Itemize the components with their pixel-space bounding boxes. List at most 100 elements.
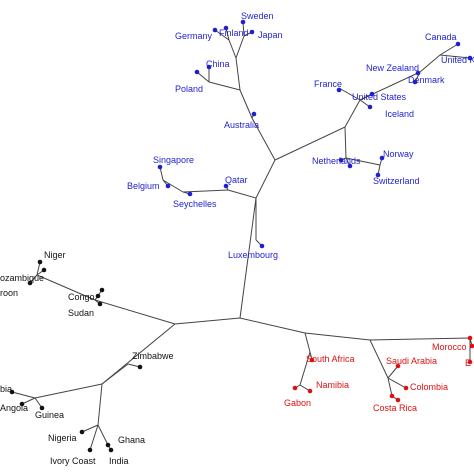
leaf-dot: [249, 29, 255, 35]
leaf-label: United K: [441, 55, 474, 65]
edge: [208, 81, 241, 91]
tree-edges: [11, 21, 473, 451]
leaf-label: Nigeria: [48, 433, 77, 443]
edge: [81, 424, 99, 433]
edge: [255, 159, 276, 199]
leaf-dot: [240, 19, 246, 25]
edge: [94, 299, 176, 325]
leaf-dot: [194, 69, 200, 75]
edge: [34, 383, 103, 399]
leaf-dot: [379, 155, 385, 161]
edge: [196, 71, 210, 83]
leaf-dot: [212, 27, 218, 33]
leaf-label: Niger: [44, 250, 66, 260]
leaf-dot: [469, 343, 474, 349]
edge: [11, 391, 36, 399]
leaf-dot: [9, 389, 15, 395]
leaf-dot: [97, 301, 103, 307]
edge: [174, 317, 241, 325]
cluster-black: Niger ozambique roon Congo Sudan Zimbabw…: [0, 250, 174, 466]
leaf-label: China: [206, 59, 230, 69]
cluster-blue: Germany Finland Sweden Japan China Polan…: [127, 11, 474, 260]
leaf-dot: [223, 183, 229, 189]
leaf-label: Seychelles: [173, 199, 217, 209]
edge: [304, 332, 311, 353]
leaf-label: Ghana: [118, 435, 145, 445]
edge: [419, 54, 441, 73]
edge: [274, 126, 346, 161]
edge: [251, 117, 276, 161]
leaf-label: Sudan: [68, 308, 94, 318]
edge: [21, 397, 36, 405]
edge: [235, 57, 241, 91]
leaf-dot: [467, 359, 473, 365]
leaf-label: E: [465, 358, 471, 368]
leaf-label: Sweden: [241, 11, 274, 21]
leaf-dot: [307, 388, 313, 394]
leaf-label: Canada: [425, 32, 457, 42]
leaf-dot: [347, 163, 353, 169]
leaf-dot: [403, 385, 409, 391]
edge: [97, 383, 103, 426]
edge: [439, 43, 459, 56]
leaf-dot: [108, 447, 114, 453]
leaf-dot: [338, 157, 344, 163]
edge: [162, 179, 184, 193]
leaf-label: Zimbabwe: [132, 351, 174, 361]
leaf-dot: [19, 401, 25, 407]
leaf-label: France: [314, 79, 342, 89]
edge: [101, 323, 176, 385]
leaf-label: Costa Rica: [373, 403, 417, 413]
leaf-dot: [309, 357, 315, 363]
leaf-dot: [375, 172, 381, 178]
leaf-dot: [165, 183, 171, 189]
edge: [387, 377, 407, 389]
leaf-label: Belgium: [127, 181, 160, 191]
leaf-label: Finland: [219, 28, 249, 38]
leaf-label: Qatar: [225, 175, 248, 185]
leaf-dot: [292, 385, 298, 391]
leaf-label: Saudi Arabia: [386, 356, 437, 366]
leaf-label: Iceland: [385, 109, 414, 119]
edge: [344, 126, 347, 159]
leaf-dot: [41, 267, 47, 273]
leaf-dot: [187, 191, 193, 197]
leaf-dot: [415, 70, 421, 76]
leaf-dot: [37, 259, 43, 265]
leaf-dot: [467, 335, 473, 341]
edge: [387, 365, 399, 379]
edge: [369, 339, 389, 379]
leaf-label: Switzerland: [373, 176, 420, 186]
edge: [338, 87, 361, 101]
leaf-dot: [105, 442, 111, 448]
leaf-dot: [395, 397, 401, 403]
leaf-label: Norway: [383, 149, 414, 159]
leaf-dot: [455, 41, 461, 47]
edge: [214, 29, 230, 41]
edge: [345, 157, 381, 166]
leaf-dot: [137, 364, 143, 370]
leaf-label: New Zealand: [366, 63, 419, 73]
edge: [369, 337, 471, 341]
leaf-dot: [206, 64, 212, 70]
leaf-label: Guinea: [35, 410, 64, 420]
edge: [299, 351, 311, 386]
leaf-label: Denmark: [408, 75, 445, 85]
leaf-label: ozambique: [0, 273, 44, 283]
leaf-label: South Africa: [306, 354, 355, 364]
edge: [101, 363, 129, 385]
leaf-dot: [395, 363, 401, 369]
leaf-label: Morocco: [432, 342, 467, 352]
leaf-label: Ivory Coast: [50, 456, 96, 466]
leaf-dot: [39, 405, 45, 411]
leaf-label: roon: [0, 288, 18, 298]
leaf-label: Singapore: [153, 155, 194, 165]
leaf-label: Namibia: [316, 380, 349, 390]
leaf-dot: [27, 280, 33, 286]
leaf-label: Germany: [175, 31, 213, 41]
leaf-dot: [223, 25, 229, 31]
edge: [239, 89, 253, 119]
leaf-dot: [95, 293, 101, 299]
leaf-dot: [157, 164, 163, 170]
leaf-dot: [251, 111, 257, 117]
